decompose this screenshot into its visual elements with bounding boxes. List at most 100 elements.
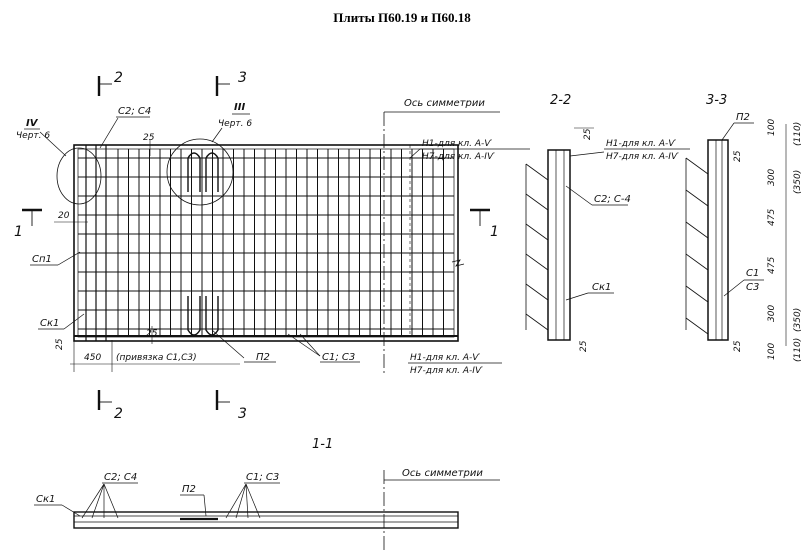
section-2-2: 2-2 25 Н1-для кл. А-Ѵ Н7-для кл. А-IѴ С2… xyxy=(525,93,690,352)
sec11-p2-leader xyxy=(203,494,207,517)
section-2-2-diagonal xyxy=(525,253,549,271)
sec33-c3: С3 xyxy=(746,282,759,293)
section-3-3: 3-3 П2 25 100 (110) 300 (350) 475 475 С1… xyxy=(685,93,803,362)
detail-iv-leader xyxy=(39,131,67,157)
sec33-dim-350-bottom: (350) xyxy=(793,308,803,332)
section-3-3-diagonal xyxy=(685,253,709,271)
section-3-3-diagonals xyxy=(685,157,709,335)
section-2-2-outline xyxy=(547,149,571,341)
loop-p2-bottom-left xyxy=(187,296,201,336)
sec33-dim-475-b: 475 xyxy=(767,257,777,274)
label-p2: П2 xyxy=(256,352,270,363)
sec11-c1c3-leader xyxy=(225,483,247,519)
detail-iv-ref: Черт. 6 xyxy=(16,131,50,141)
sec33-p2: П2 xyxy=(736,112,750,123)
section-2-2-diagonal xyxy=(525,223,549,241)
h1-label-bottom: Н1-для кл. А-Ѵ xyxy=(410,352,480,363)
sec22-c2c4: С2; С-4 xyxy=(594,194,631,205)
sec11-c1c3-leader xyxy=(235,483,247,519)
detail-iii-leader xyxy=(211,127,223,143)
section-2-2-title: 2-2 xyxy=(550,93,571,108)
sec22-h7: Н7-для кл. А-IѴ xyxy=(606,151,679,162)
section-3-3-diagonal xyxy=(685,221,709,239)
plan-view: Ось симметрии IV Черт. 6 III Черт. 6 2 3… xyxy=(14,70,530,422)
sec22-sk1: Ск1 xyxy=(592,282,611,293)
sec11-c2c4: С2; С4 xyxy=(104,472,137,483)
dim-450: 450 xyxy=(84,353,101,363)
c1c3-leader-2 xyxy=(299,333,321,357)
section-3-3-outline xyxy=(707,139,729,341)
sp1-leader xyxy=(57,251,81,266)
sec33-dim-25-top: 25 xyxy=(733,150,743,162)
sec33-c1: С1 xyxy=(746,268,759,279)
sec33-dim-300-bottom: 300 xyxy=(767,305,777,322)
section-3-3-diagonal xyxy=(685,317,709,335)
privyazka-label: (привязка С1,С3) xyxy=(116,353,197,363)
break-mark xyxy=(451,259,465,267)
sec33-c-leader xyxy=(723,279,745,297)
sec11-c2c4-leader xyxy=(81,483,105,519)
label-c2c4: С2; С4 xyxy=(118,106,151,117)
plan-horizontal-rebars xyxy=(78,157,454,330)
sec22-dim-25-top: 25 xyxy=(583,128,593,140)
label-sk1: Ск1 xyxy=(40,318,59,329)
section-2-2-diagonals xyxy=(525,163,549,331)
section-2-2-diagonal xyxy=(525,283,549,301)
sk1-leader xyxy=(63,313,85,330)
sheet-title: Плиты П60.19 и П60.18 xyxy=(333,10,471,25)
section-2-bottom-label: 2 xyxy=(114,406,123,422)
section-2-2-diagonal xyxy=(525,313,549,331)
sec22-h1: Н1-для кл. А-Ѵ xyxy=(606,138,676,149)
h7-label-bottom: Н7-для кл. А-IѴ xyxy=(410,365,483,376)
dim-25-top: 25 xyxy=(143,133,155,143)
section-1-right-label: 1 xyxy=(490,224,499,240)
sec11-axis-label: Ось симметрии xyxy=(402,468,483,479)
sec33-dim-110-bottom: (110) xyxy=(793,338,803,362)
sec33-dim-100-bottom: 100 xyxy=(767,343,777,360)
sec33-dim-300-top: 300 xyxy=(767,169,777,186)
loop-p2-top-right xyxy=(205,152,219,192)
section-3-3-diagonal xyxy=(685,157,709,175)
sec11-p2: П2 xyxy=(182,484,196,495)
section-2-2-diagonal xyxy=(525,163,549,181)
sec11-c2c4-leader xyxy=(103,483,119,519)
h1-label-top: Н1-для кл. А-Ѵ xyxy=(422,138,492,149)
axis-label: Ось симметрии xyxy=(404,98,485,109)
dim-20: 20 xyxy=(58,211,70,221)
label-c1c3: С1; С3 xyxy=(322,352,355,363)
p2-leader xyxy=(211,329,245,359)
section-1-1-outline xyxy=(73,511,459,529)
section-3-3-title: 3-3 xyxy=(706,93,727,108)
sec11-sk1: Ск1 xyxy=(36,494,55,505)
section-3-3-diagonal xyxy=(685,285,709,303)
h7-label-top: Н7-для кл. А-IѴ xyxy=(422,151,495,162)
section-2-top-label: 2 xyxy=(114,70,123,86)
detail-iii-label: III xyxy=(234,102,245,113)
slab-outline xyxy=(73,144,459,342)
plan-vertical-rebars xyxy=(117,149,444,337)
sec11-sk1-leader xyxy=(61,504,81,517)
sec33-dim-350-top: (350) xyxy=(793,170,803,194)
detail-iii-circle xyxy=(166,138,234,206)
section-1-1: 1-1 Ось симметрии Ск1 С2; С4 П2 С1; С3 xyxy=(34,437,500,550)
section-3-top-label: 3 xyxy=(238,70,247,86)
c2c4-leader xyxy=(99,117,119,149)
sec33-dim-100-top: 100 xyxy=(767,119,777,136)
section-1-left-label: 1 xyxy=(14,224,23,240)
section-2-2-diagonal xyxy=(525,193,549,211)
section-3-3-diagonal xyxy=(685,189,709,207)
sec33-dim-25-bottom: 25 xyxy=(733,340,743,352)
sec22-h-leader xyxy=(569,151,605,157)
detail-iii-ref: Черт. 6 xyxy=(218,119,252,129)
sec11-c2c4-leader xyxy=(91,483,105,519)
section-3-bottom-label: 3 xyxy=(238,406,247,422)
section-1-1-title: 1-1 xyxy=(312,437,333,452)
sec33-p2-leader xyxy=(721,122,735,141)
sec33-dim-475-a: 475 xyxy=(767,209,777,226)
c1c3-leader-1 xyxy=(287,333,321,357)
sec11-c1c3: С1; С3 xyxy=(246,472,279,483)
sec11-c1c3-leader xyxy=(245,483,261,519)
label-sp1: Сп1 xyxy=(32,254,52,265)
loop-p2-bottom-right xyxy=(205,296,219,336)
